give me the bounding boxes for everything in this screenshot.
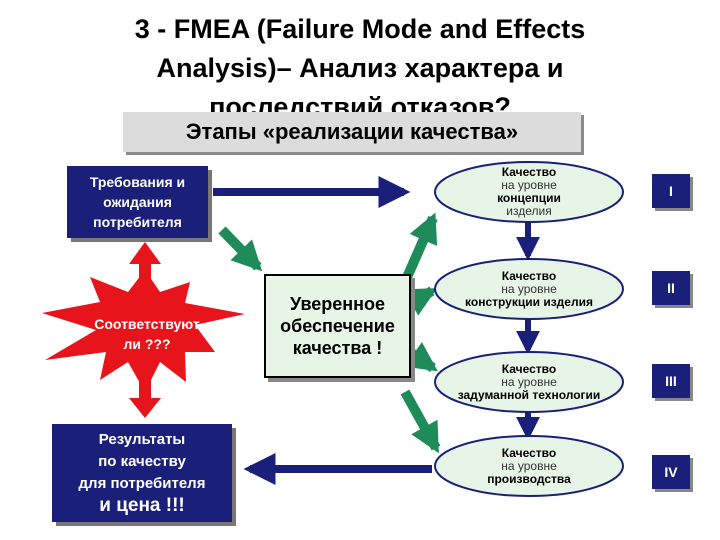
star-label-line-1: Соответствуют — [94, 316, 200, 332]
level-4-text: Качество на уровне производства — [433, 437, 625, 495]
roman-numeral-2: II — [652, 271, 690, 305]
results-box: Результаты по качеству для потребителя и… — [52, 424, 232, 522]
level-3-text: Качество на уровне задуманной технологии — [433, 353, 625, 411]
assurance-line-1: Уверенное — [289, 294, 386, 314]
level-1-line-1: Качество — [501, 165, 557, 179]
red-starburst — [42, 270, 245, 392]
level-2-line-1: Качество — [501, 268, 557, 283]
level-4-line-2: на уровне — [501, 458, 557, 473]
level-4-ellipse — [434, 435, 624, 497]
roman-numeral-1: I — [652, 174, 690, 208]
level-1-ellipse — [434, 161, 624, 223]
assurance-line-2: обеспечение — [280, 316, 395, 336]
results-line-4: и цена !!! — [99, 495, 185, 516]
roman-numeral-4: IV — [652, 455, 690, 489]
level-2-line-3: конструкции изделия — [465, 294, 593, 309]
page-title-line-1: 3 - FMEA (Failure Mode and Effects — [134, 14, 586, 44]
page-title-line-2: Analysis)– Анализ характера и — [156, 53, 564, 83]
level-1-line-4: изделия — [506, 204, 552, 218]
level-2-ellipse — [434, 258, 624, 320]
star-label-line-2: ли ??? — [123, 336, 171, 352]
assurance-line-3: качества ! — [292, 338, 383, 358]
level-3-line-3: задуманной технологии — [457, 387, 601, 402]
level-4-line-3: производства — [487, 471, 571, 486]
level-2-line-2: на уровне — [501, 281, 557, 296]
level-3-line-2: на уровне — [501, 374, 557, 389]
level-1-text: Качество на уровне концепции изделия — [433, 163, 625, 221]
level-4-line-1: Качество — [501, 445, 557, 460]
arrow-assurance-to-level-4 — [400, 389, 441, 454]
level-2-text: Качество на уровне конструкции изделия — [433, 260, 625, 318]
requirements-line-2: ожидания — [103, 194, 172, 210]
arrow-requirements-to-assurance — [218, 226, 263, 272]
results-line-3: для потребителя — [78, 475, 206, 492]
quality-assurance-box: Уверенное обеспечение качества ! — [264, 274, 411, 378]
roman-numeral-3: III — [652, 364, 690, 398]
arrow-assurance-to-level-1 — [400, 212, 438, 285]
level-1-line-2: на уровне — [501, 178, 557, 192]
level-3-line-1: Качество — [501, 361, 557, 376]
level-1-line-3: концепции — [497, 191, 561, 205]
results-line-1: Результаты — [98, 431, 186, 448]
arrow-assurance-to-level-3 — [404, 341, 438, 373]
requirements-line-1: Требования и — [89, 174, 186, 190]
level-3-ellipse — [434, 351, 624, 413]
page-title-line-3: последствий отказов? — [209, 92, 511, 114]
requirements-box: Требования и ожидания потребителя — [67, 166, 208, 238]
requirements-line-3: потребителя — [93, 214, 182, 230]
arrow-assurance-to-level-2 — [403, 286, 438, 316]
results-line-2: по качеству — [98, 453, 186, 470]
subtitle-banner: Этапы «реализации качества» — [123, 112, 581, 152]
